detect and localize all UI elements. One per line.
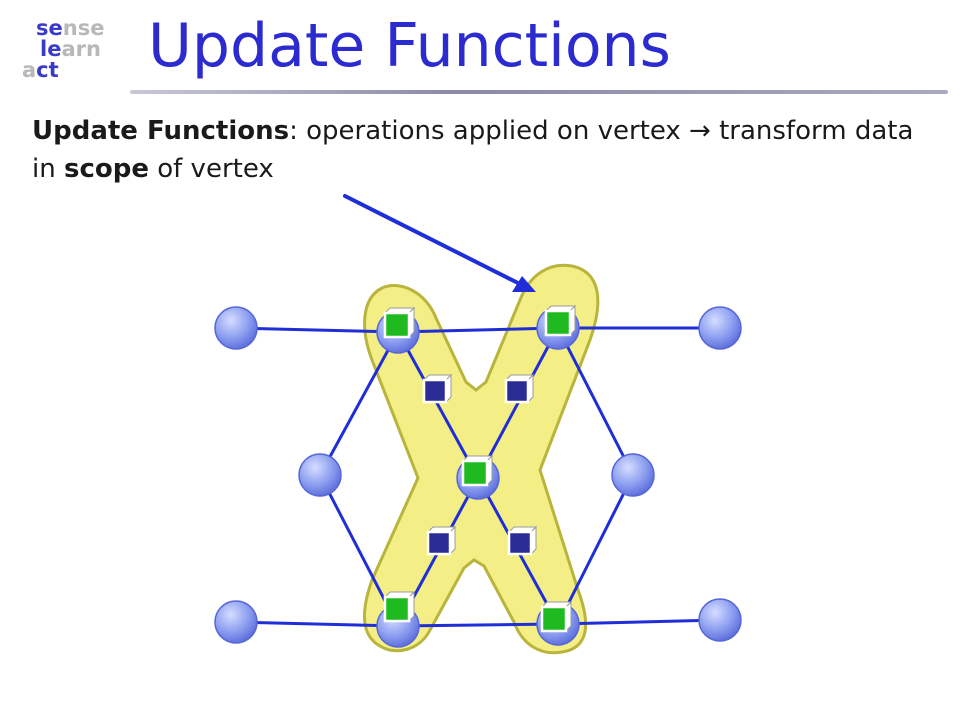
edge-data-cube-icon [426, 525, 457, 556]
vertex-data-cube-icon [461, 454, 494, 487]
sense-learn-act-logo: sense learn act [22, 18, 122, 86]
edge [397, 622, 559, 628]
pointer-arrow-icon [343, 194, 536, 292]
vertex-data-cube-icon [544, 304, 577, 337]
right-arrow-icon: → [689, 116, 711, 146]
definition-part2: transform data in [32, 116, 914, 184]
definition-scope: scope [63, 154, 149, 184]
edge [396, 331, 480, 479]
slide-title: Update Functions [148, 11, 671, 81]
definition-term: Update Functions [32, 116, 290, 146]
vertex [214, 600, 258, 644]
definition-text: Update Functions: operations applied on … [32, 112, 932, 188]
vertex [611, 453, 655, 497]
edge-data-cube-icon [504, 373, 535, 404]
logo-line-learn: learn [40, 37, 101, 61]
edge [557, 618, 721, 626]
vertex-data-cube-icon [540, 600, 573, 633]
definition-part1: : operations applied on vertex [289, 116, 690, 146]
edge-data-cube-icon [422, 373, 453, 404]
vertex [298, 453, 342, 497]
edge [556, 327, 635, 476]
edge [556, 474, 635, 625]
vertex [698, 306, 742, 350]
edge [397, 326, 559, 334]
vertex-data-cube-icon [383, 590, 416, 623]
edge [235, 620, 399, 628]
edge [235, 326, 399, 334]
logo-line-act: act [22, 58, 59, 82]
logo-line-sense: sense [36, 16, 105, 40]
definition-part3: of vertex [148, 154, 274, 184]
vertex [214, 306, 258, 350]
edge-data-cube-icon [507, 525, 538, 556]
vertex-data-cube-icon [383, 306, 416, 339]
vertex [698, 598, 742, 642]
edge [318, 331, 400, 476]
title-underline [130, 90, 948, 94]
